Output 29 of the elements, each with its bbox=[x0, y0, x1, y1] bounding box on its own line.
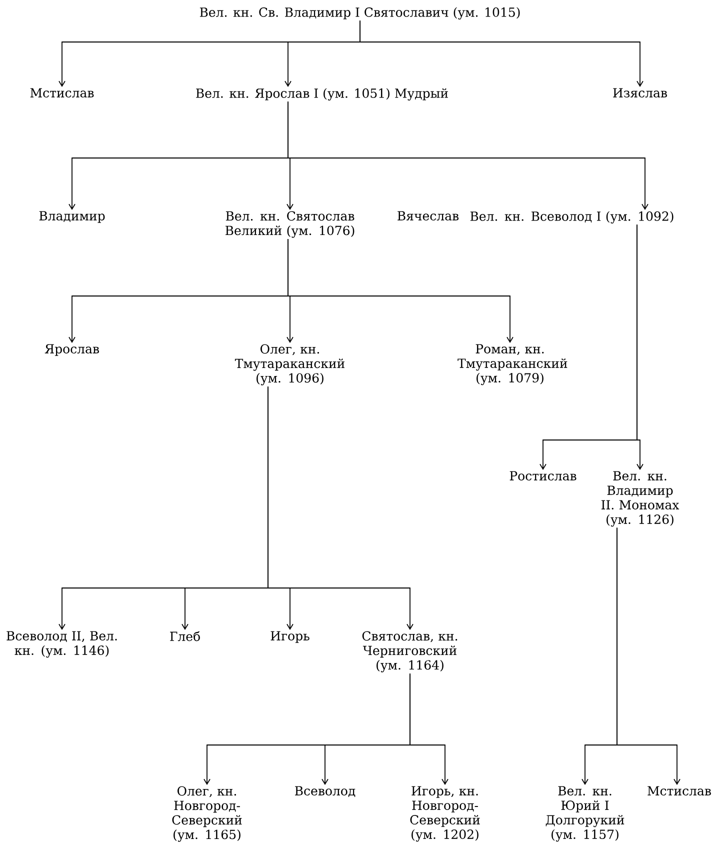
name-label: Владимир bbox=[39, 211, 105, 223]
name-label: Роман, кн. Тмутараканский (ум. 1079) bbox=[458, 344, 568, 386]
arrow bbox=[360, 20, 644, 87]
name-label: Игорь bbox=[270, 631, 310, 643]
name-label: Вел. кн. Всеволод I (ум. 1092) bbox=[470, 211, 674, 224]
name-label: Вячеслав bbox=[398, 211, 459, 220]
name-label: Ярослав bbox=[44, 344, 99, 356]
arrow bbox=[288, 238, 514, 343]
name-label: Ростислав bbox=[510, 471, 576, 480]
name-label: Глеб bbox=[170, 631, 200, 642]
name-label: Олег, кн. Новгород-Северский (ум. 1165) bbox=[172, 786, 242, 842]
name-label: Всеволод bbox=[295, 786, 356, 798]
arrow bbox=[636, 224, 644, 470]
name-label: Вел. кн. Ярослав I (ум. 1051) Мудрый bbox=[196, 88, 448, 100]
name-label: Святослав, кн. Черниговский (ум. 1164) bbox=[362, 631, 458, 672]
arrow bbox=[268, 386, 414, 630]
name-label: Изяслав bbox=[613, 88, 667, 98]
arrow bbox=[410, 673, 448, 785]
name-label: Вел. кн. Владимир II. Мономах (ум. 1126) bbox=[601, 471, 680, 527]
name-label: Мстислав bbox=[30, 88, 94, 98]
name-label: Олег, кн. Тмутараканский (ум. 1096) bbox=[234, 344, 344, 386]
name-label: Вел. кн. Св. Владимир I Святославич (ум. 1015) bbox=[200, 7, 520, 20]
arrow bbox=[288, 101, 648, 210]
name-label: Вел. кн. Юрий I Долгорукий (ум. 1157) bbox=[546, 786, 624, 842]
name-label: Вел. кн. Святослав Великий (ум. 1076) bbox=[226, 211, 354, 238]
name-label: Мстислав bbox=[648, 786, 711, 796]
arrow bbox=[616, 527, 680, 785]
name-label: Игорь, кн. Новгород-Северский (ум. 1202) bbox=[410, 786, 480, 842]
name-label: Всеволод II, Вел. кн. (ум. 1146) bbox=[6, 631, 117, 658]
